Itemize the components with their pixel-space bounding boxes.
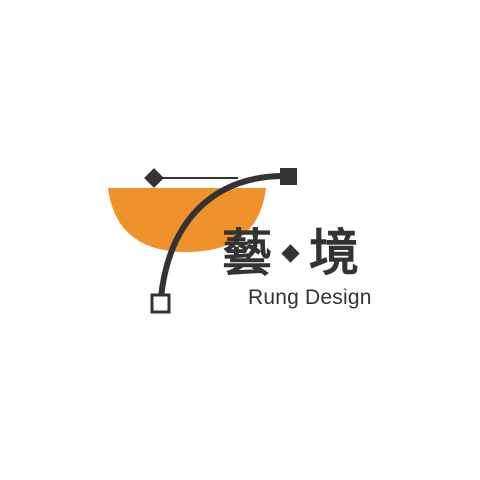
diamond-separator-icon [281, 243, 300, 263]
brand-char-2: 境 [309, 224, 359, 282]
brand-char-1: 藝 [222, 224, 272, 282]
diamond-anchor-icon [144, 168, 164, 188]
brand-chinese-name: 藝 境 [222, 218, 359, 288]
bezier-curve [158, 173, 287, 300]
square-node-filled-icon [280, 168, 297, 185]
brand-english-name: Rung Design [248, 286, 372, 309]
square-node-hollow-icon [150, 293, 171, 314]
